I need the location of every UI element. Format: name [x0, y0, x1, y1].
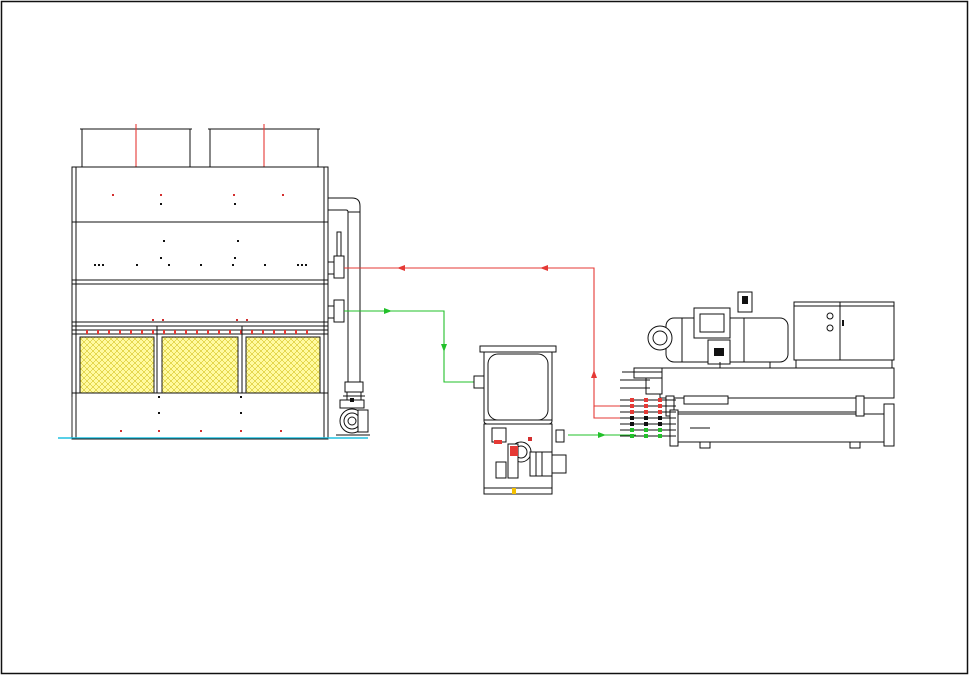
rail-stud	[229, 330, 231, 334]
rail-stud	[185, 330, 187, 334]
valve	[644, 416, 648, 420]
rail-stud	[141, 330, 143, 334]
valve	[630, 434, 634, 438]
rail-stud	[273, 330, 275, 334]
fill-panel-1	[79, 336, 155, 394]
control-cabinet	[793, 301, 895, 369]
fill-panel-3	[245, 336, 321, 394]
valve	[658, 416, 662, 420]
fan-stack-left	[80, 124, 192, 168]
valve	[630, 422, 634, 426]
valve	[630, 404, 634, 408]
chiller-valve-cluster	[620, 398, 676, 438]
rail-stud	[295, 330, 297, 334]
rail-stud	[251, 330, 253, 334]
tower-fasteners	[94, 194, 307, 432]
valve	[644, 422, 648, 426]
rail-stud	[108, 330, 110, 334]
rail-stud	[207, 330, 209, 334]
rail-stud	[130, 330, 132, 334]
fill-panel-2	[161, 336, 239, 394]
valve	[658, 434, 662, 438]
rail-stud	[174, 330, 176, 334]
valve	[644, 434, 648, 438]
flow-arrow-return-1	[397, 265, 405, 271]
rail-stud	[262, 330, 264, 334]
pump-unit	[483, 423, 567, 495]
rail-stud	[119, 330, 121, 334]
flow-arrow-supply-2	[441, 344, 447, 352]
chiller-unit	[620, 291, 895, 449]
rail-stud	[284, 330, 286, 334]
valve	[630, 416, 634, 420]
tower-circulation-pump	[336, 398, 370, 436]
valve	[630, 428, 634, 432]
valve	[644, 398, 648, 402]
flow-arrow-return-3	[591, 370, 597, 378]
flow-arrow-supply-1	[384, 308, 392, 314]
water-tank	[473, 345, 565, 443]
rail-studs	[86, 330, 308, 334]
rail-stud	[196, 330, 198, 334]
flow-arrow-supply-3	[598, 432, 606, 438]
fill-media	[79, 326, 321, 394]
valve	[644, 410, 648, 414]
rail-stud	[86, 330, 88, 334]
valve	[658, 422, 662, 426]
fan-stack-right	[208, 124, 320, 168]
tower-riser-pipe	[327, 197, 365, 401]
valve	[630, 398, 634, 402]
valve	[658, 404, 662, 408]
valve	[658, 398, 662, 402]
valve	[644, 428, 648, 432]
return-line	[344, 265, 624, 419]
rail-stud	[163, 330, 165, 334]
supply-line	[344, 308, 636, 438]
valve	[630, 410, 634, 414]
valve	[644, 404, 648, 408]
rail-stud	[218, 330, 220, 334]
rail-stud	[240, 330, 242, 334]
valve	[658, 428, 662, 432]
rail-stud	[97, 330, 99, 334]
rail-stud	[152, 330, 154, 334]
valve	[658, 410, 662, 414]
rail-stud	[306, 330, 308, 334]
flow-arrow-return-2	[540, 265, 548, 271]
cooling-tower	[58, 124, 370, 440]
